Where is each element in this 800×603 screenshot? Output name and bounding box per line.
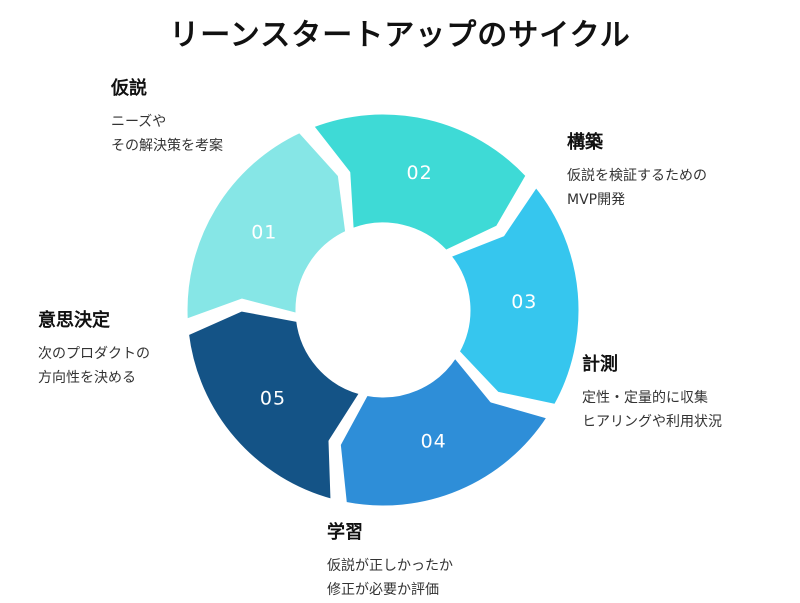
step-1-desc-line-1: ニーズや (111, 114, 167, 130)
step-1-heading: 仮説 (111, 78, 147, 99)
step-2-desc-line-2: MVP開発 (567, 192, 626, 208)
step-4-number: 04 (421, 431, 447, 453)
cycle-segment-2 (310, 111, 529, 253)
cycle-segment-3 (448, 184, 582, 407)
cycle-segment-1 (184, 130, 349, 322)
step-4-desc-line-2: 修正が必要か評価 (327, 582, 439, 598)
step-1-desc-line-2: その解決策を考案 (111, 138, 223, 154)
step-2-desc-line-1: 仮説を検証するための (567, 168, 707, 184)
step-3-label: 計測 定性・定量的に収集 ヒアリングや利用状況 (582, 350, 722, 434)
diagram-title: リーンスタートアップのサイクル (169, 18, 631, 53)
step-3-desc-line-2: ヒアリングや利用状況 (582, 414, 722, 430)
step-3-heading: 計測 (582, 354, 618, 375)
step-3-desc-line-1: 定性・定量的に収集 (582, 390, 708, 406)
step-5-number: 05 (260, 388, 286, 410)
step-2-heading: 構築 (567, 132, 603, 153)
step-4-heading: 学習 (327, 522, 363, 543)
step-1-label: 仮説 ニーズや その解決策を考案 (111, 74, 223, 158)
step-5-heading: 意思決定 (38, 310, 110, 331)
step-3-number: 03 (511, 291, 537, 313)
step-4-label: 学習 仮説が正しかったか 修正が必要か評価 (327, 518, 453, 602)
step-4-desc-line-1: 仮説が正しかったか (327, 558, 453, 574)
step-1-number: 01 (251, 221, 277, 243)
step-5-desc-line-2: 方向性を決める (38, 370, 136, 386)
cycle-segment-5 (186, 308, 363, 502)
cycle-segment-4 (337, 355, 550, 509)
step-2-label: 構築 仮説を検証するための MVP開発 (567, 128, 707, 212)
step-2-number: 02 (407, 162, 433, 184)
step-5-label: 意思決定 次のプロダクトの 方向性を決める (38, 306, 150, 390)
step-5-desc-line-1: 次のプロダクトの (38, 346, 150, 362)
